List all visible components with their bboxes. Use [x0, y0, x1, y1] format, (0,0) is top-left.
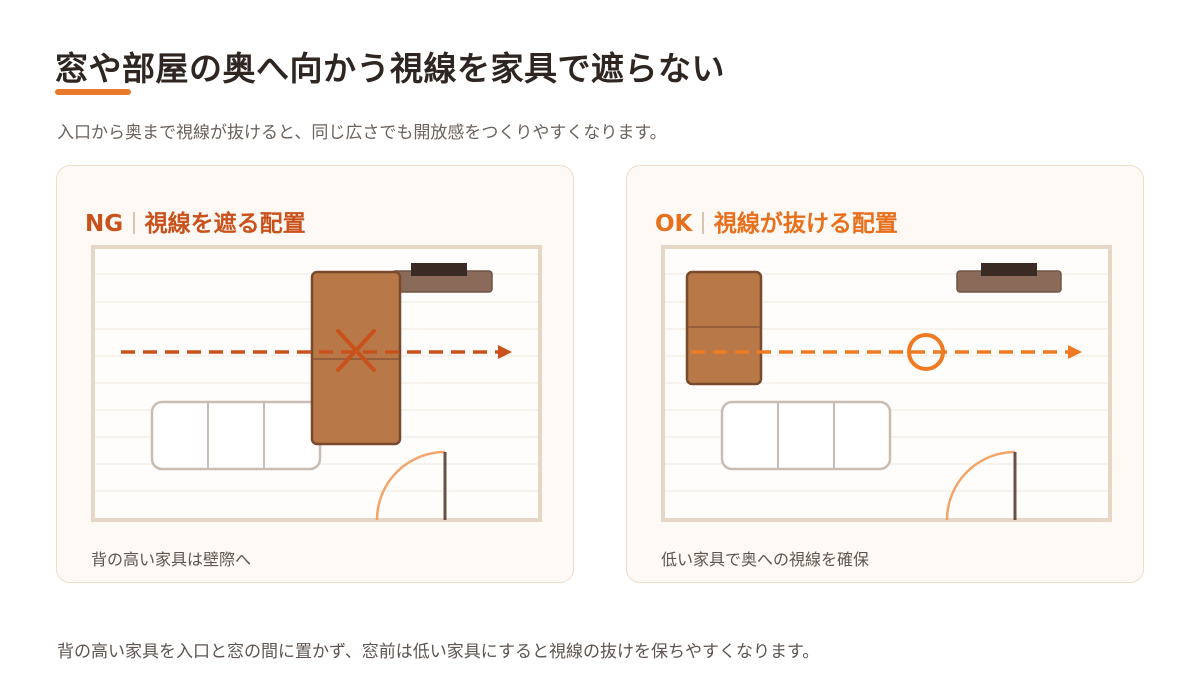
heading-separator [702, 212, 704, 234]
footer-note: 背の高い家具を入口と窓の間に置かず、窓前は低い家具にすると視線の抜けを保ちやすく… [57, 642, 820, 662]
page-subtitle: 入口から奥まで視線が抜けると、同じ広さでも開放感をつくりやすくなります。 [57, 123, 667, 143]
sofa [720, 400, 892, 471]
ok-heading-text: 視線が抜ける配置 [713, 211, 898, 237]
ok-tag: OK [655, 211, 693, 237]
ng-floor-plan [91, 245, 542, 522]
arrow-head [1068, 345, 1082, 359]
ok-caption: 低い家具で奥への視線を確保 [661, 550, 870, 569]
sofa [150, 400, 322, 471]
ng-heading: NG 視線を遮る配置 [85, 204, 306, 238]
page-title: 窓や部屋の奥へ向かう視線を家具で遮らない [55, 49, 725, 88]
ok-heading: OK 視線が抜ける配置 [655, 204, 898, 238]
tall-shelf [685, 270, 763, 386]
ok-panel: OK 視線が抜ける配置 [626, 165, 1144, 583]
ok-floor-plan [661, 245, 1112, 522]
door-swing [375, 450, 446, 521]
arrow-head [498, 345, 512, 359]
tv [981, 263, 1037, 276]
ng-tag: NG [85, 211, 124, 237]
heading-separator [133, 212, 135, 234]
ng-caption: 背の高い家具は壁際へ [91, 550, 252, 569]
door-swing [945, 450, 1016, 521]
ng-heading-text: 視線を遮る配置 [144, 211, 306, 237]
tall-shelf [310, 270, 402, 446]
ng-panel: NG 視線を遮る配置 [56, 165, 574, 583]
tv [411, 263, 467, 276]
circle-icon [907, 333, 945, 371]
title-underline [55, 89, 131, 95]
cross-icon [336, 329, 376, 372]
